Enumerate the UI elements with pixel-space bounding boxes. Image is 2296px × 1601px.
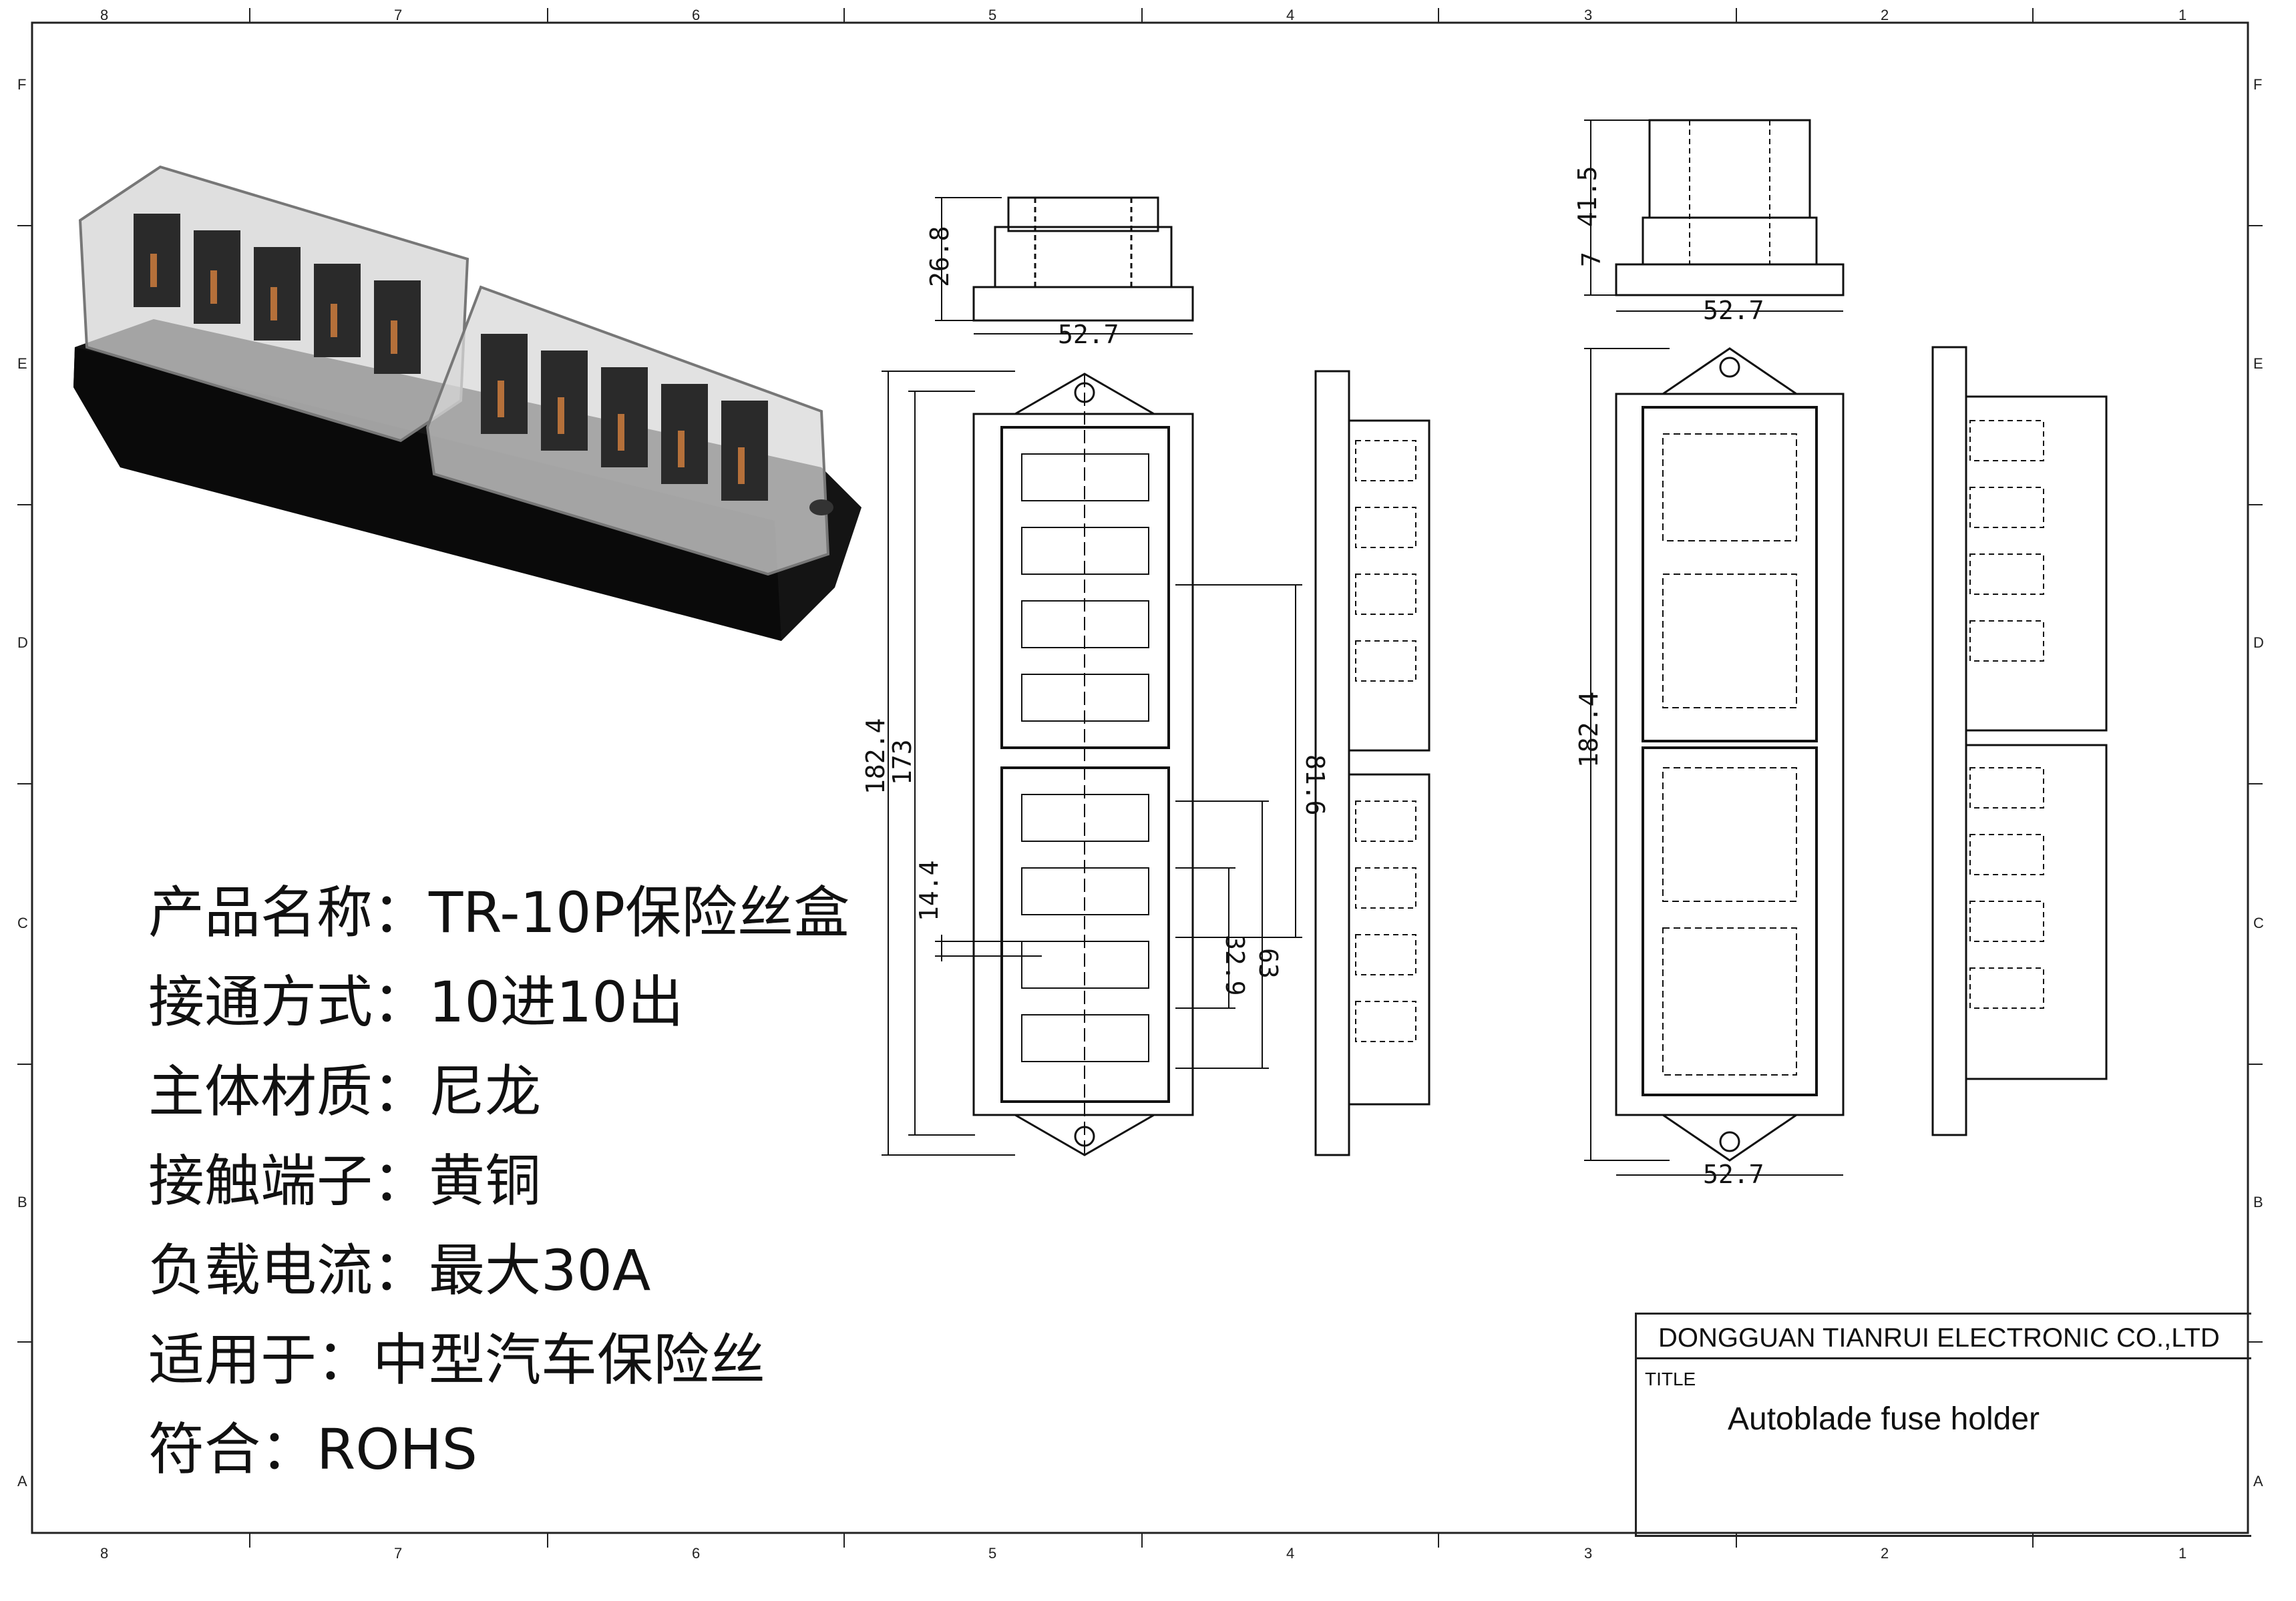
side-view-closed xyxy=(1584,119,1845,312)
title-block: DONGGUAN TIANRUI ELECTRONIC CO.,LTD TITL… xyxy=(1635,1313,2251,1537)
dimension-closed-length: 182.4 xyxy=(1574,692,1603,768)
spec-compliance: 符合：ROHS xyxy=(148,1417,477,1482)
row-label: B xyxy=(17,1194,27,1210)
dimension-inner-length: 173 xyxy=(888,739,917,785)
row-label: B xyxy=(2253,1194,2263,1210)
dimension-pitch-2: 32.9 xyxy=(1220,935,1250,996)
spec-material: 主体材质：尼龙 xyxy=(148,1059,542,1124)
column-label: 1 xyxy=(2178,1545,2186,1562)
column-label: 7 xyxy=(394,7,402,23)
dimension-pitch-1: 14.4 xyxy=(914,860,944,921)
dimension-overall-length: 182.4 xyxy=(861,718,890,794)
product-photo xyxy=(73,165,862,641)
dimension-pitch-3: 63 xyxy=(1254,948,1283,979)
row-label: C xyxy=(17,915,28,931)
row-label: D xyxy=(17,634,28,651)
row-label: E xyxy=(17,355,27,372)
row-label: E xyxy=(2253,355,2263,372)
spec-product-name: 产品名称：TR-10P保险丝盒 xyxy=(148,880,850,945)
title-block-divider xyxy=(1637,1535,2251,1537)
dimension-closed-width: 52.7 xyxy=(1703,1160,1764,1189)
drawing-frame xyxy=(31,21,2249,1534)
top-view-closed xyxy=(1584,347,1845,1176)
product-specifications: 产品名称：TR-10P保险丝盒 接通方式：10进10出 主体材质：尼龙 接触端子… xyxy=(148,868,1016,1494)
dimension-side-base-height: 7 xyxy=(1577,252,1606,267)
top-view-open xyxy=(882,371,1302,1156)
column-label: 1 xyxy=(2178,7,2186,23)
side-view-closed-right xyxy=(1931,346,2108,1136)
dimension-side-total-height: 41.5 xyxy=(1573,166,1602,227)
column-label: 4 xyxy=(1286,1545,1294,1562)
front-view xyxy=(935,196,1194,334)
drawing-title: Autoblade fuse holder xyxy=(1728,1401,2040,1437)
dimension-front-width: 52.7 xyxy=(1058,320,1119,349)
company-name: DONGGUAN TIANRUI ELECTRONIC CO.,LTD xyxy=(1637,1313,2251,1359)
spec-application: 适用于：中型汽车保险丝 xyxy=(148,1327,766,1393)
column-label: 5 xyxy=(988,7,996,23)
column-label: 6 xyxy=(692,7,700,23)
column-label: 4 xyxy=(1286,7,1294,23)
spec-load-current: 负载电流：最大30A xyxy=(148,1238,651,1303)
title-label: TITLE xyxy=(1645,1369,1696,1389)
spec-terminal: 接触端子：黄铜 xyxy=(148,1148,542,1214)
column-label: 8 xyxy=(100,1545,108,1562)
side-view-open xyxy=(1314,370,1430,1156)
row-label: A xyxy=(17,1473,27,1490)
column-label: 8 xyxy=(100,7,108,23)
spec-connection: 接通方式：10进10出 xyxy=(148,969,684,1035)
row-label: F xyxy=(2253,76,2262,93)
row-label: C xyxy=(2253,915,2264,931)
column-label: 3 xyxy=(1584,1545,1592,1562)
row-label: A xyxy=(2253,1473,2263,1490)
column-label: 5 xyxy=(988,1545,996,1562)
row-label: F xyxy=(17,76,26,93)
column-label: 7 xyxy=(394,1545,402,1562)
column-label: 6 xyxy=(692,1545,700,1562)
column-label: 3 xyxy=(1584,7,1592,23)
row-label: D xyxy=(2253,634,2264,651)
dimension-front-height: 26.8 xyxy=(925,226,954,287)
dimension-side-width: 52.7 xyxy=(1703,296,1764,325)
column-label: 2 xyxy=(1881,1545,1889,1562)
column-label: 2 xyxy=(1881,7,1889,23)
